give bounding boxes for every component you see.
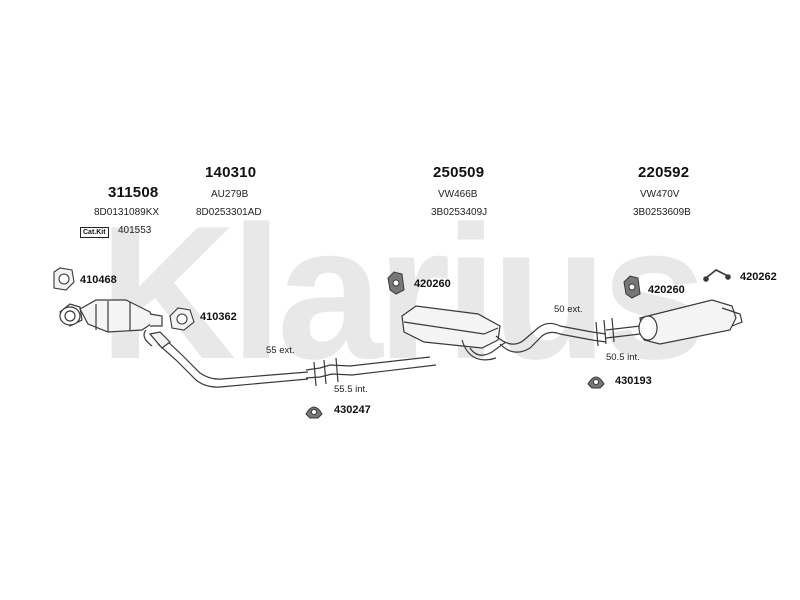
watermark-logo: Klarius — [99, 187, 701, 399]
intermediate-pipe — [495, 317, 641, 353]
clamp-430247 — [305, 406, 323, 419]
part-ref-8D0131089KX: 8D0131089KX — [94, 207, 160, 218]
gasket-410468 — [53, 267, 75, 291]
middle-pipe — [305, 356, 437, 387]
rear-silencer — [638, 299, 743, 345]
note-55-5-int: 55.5 int. — [334, 384, 368, 395]
hanger-420260-right — [623, 275, 641, 299]
hanger-420260-left — [387, 271, 405, 295]
part-number-220592: 220592 — [638, 164, 690, 181]
note-50-ext: 50 ext. — [554, 304, 583, 315]
part-code-VW470V: VW470V — [640, 189, 680, 200]
part-number-311508: 311508 — [108, 184, 159, 201]
clamp-430193 — [587, 376, 605, 389]
fitting-420260-left: 420260 — [414, 278, 451, 290]
note-55-ext: 55 ext. — [266, 345, 295, 356]
part-ref-3B0253409J: 3B0253409J — [431, 207, 488, 218]
part-number-250509: 250509 — [433, 164, 485, 181]
fitting-420260-right: 420260 — [648, 284, 685, 296]
clip-420262 — [703, 269, 731, 282]
gasket-410362 — [169, 307, 195, 331]
fitting-430247: 430247 — [334, 404, 371, 416]
fitting-430193: 430193 — [615, 375, 652, 387]
part-ref-8D0253301AD: 8D0253301AD — [196, 207, 262, 218]
part-number-140310: 140310 — [205, 164, 257, 181]
part-code-VW466B: VW466B — [438, 189, 478, 200]
part-ref-3B0253609B: 3B0253609B — [633, 207, 691, 218]
fitting-410468: 410468 — [80, 274, 117, 286]
part-code-AU279B: AU279B — [211, 189, 249, 200]
catalytic-converter — [59, 299, 163, 333]
fitting-420262: 420262 — [740, 271, 777, 283]
front-pipe — [143, 329, 309, 388]
cat-kit-number: 401553 — [118, 225, 152, 236]
center-silencer — [401, 305, 507, 361]
cat-kit-badge: Cat.Kit — [80, 227, 109, 238]
note-50-5-int: 50.5 int. — [606, 352, 640, 363]
fitting-410362: 410362 — [200, 311, 237, 323]
